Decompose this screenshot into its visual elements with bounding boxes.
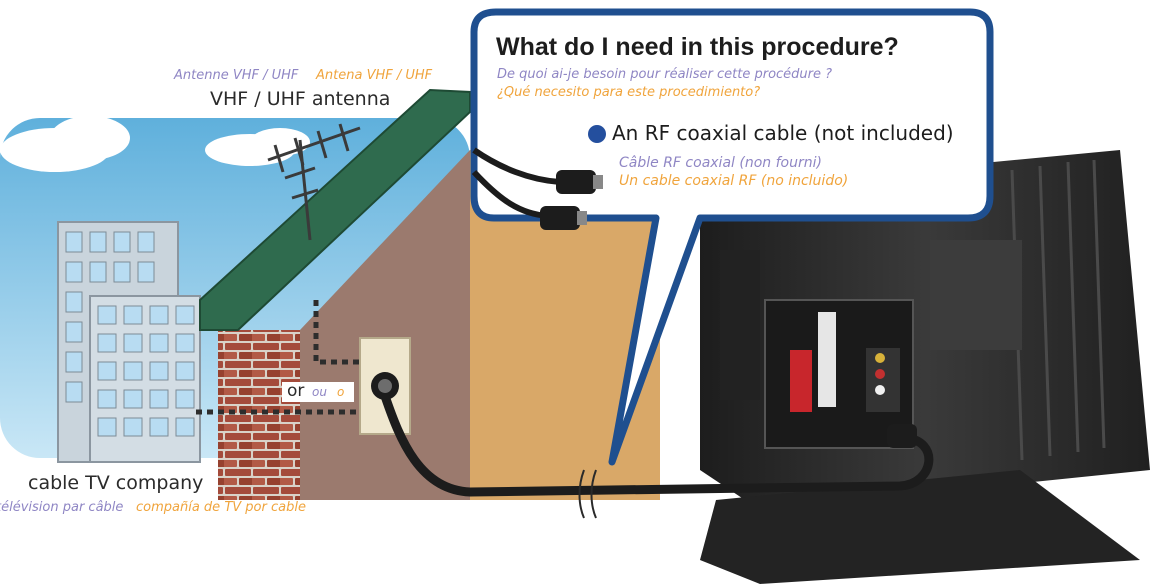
cable-company-label-en: cable TV company xyxy=(28,472,204,494)
callout-subtitle-fr: De quoi ai-je besoin pour réaliser cette… xyxy=(497,67,833,82)
or-label-es: o xyxy=(337,385,345,399)
or-label-en: or xyxy=(287,381,305,401)
or-label-fr: ou xyxy=(312,385,327,399)
callout-subtitle-es: ¿Qué necesito para este procedimiento? xyxy=(497,85,761,100)
required-item-en: An RF coaxial cable (not included) xyxy=(612,121,954,145)
antenna-label-es: Antena VHF / UHF xyxy=(316,68,433,83)
or-label-box xyxy=(282,382,354,402)
house xyxy=(199,88,660,500)
callout-title: What do I need in this procedure? xyxy=(496,33,899,61)
bullet-icon xyxy=(588,125,606,143)
cable-company-label-es: compañía de TV por cable xyxy=(136,500,306,515)
required-item-es: Un cable coaxial RF (no incluido) xyxy=(619,173,849,189)
signal-lines xyxy=(196,300,372,415)
coaxial-cable xyxy=(380,394,934,519)
antenna-label-fr: Antenne VHF / UHF xyxy=(174,68,299,83)
cable-company-label-fr: télévision par câble xyxy=(0,500,124,515)
wall-outlet xyxy=(359,337,411,435)
callout-bubble xyxy=(470,8,994,466)
office-building xyxy=(57,221,201,463)
antenna-icon xyxy=(267,123,361,241)
antenna-label-en: VHF / UHF antenna xyxy=(210,88,391,110)
required-item-fr: Câble RF coaxial (non fourni) xyxy=(619,155,822,171)
tv-rear xyxy=(700,150,1150,584)
